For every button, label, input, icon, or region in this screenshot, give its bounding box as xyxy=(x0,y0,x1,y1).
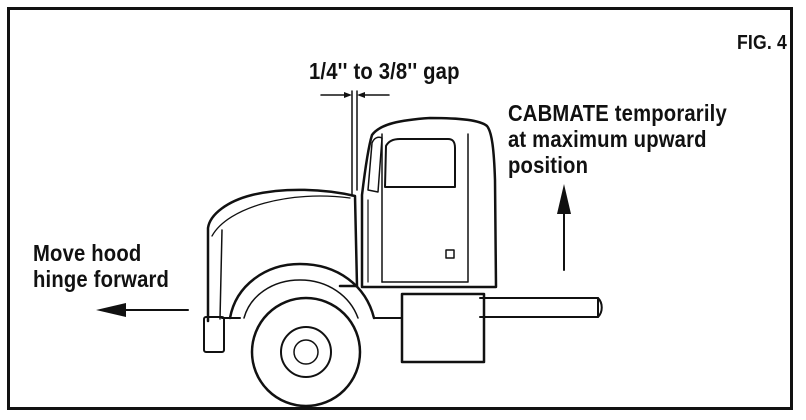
cabmate-label-line-3: position xyxy=(508,151,589,178)
hood-label-line-1: Move hood xyxy=(33,240,142,266)
figure-number: FIG. 4 xyxy=(737,32,787,54)
cab xyxy=(360,116,498,289)
gap-label: 1/4'' to 3/8'' gap xyxy=(309,58,460,84)
cabmate-arrow-head xyxy=(557,184,571,214)
cabmate-label-line-2: at maximum upward xyxy=(508,125,707,152)
front-wheel xyxy=(228,262,376,408)
hood-label-line-2: hinge forward xyxy=(33,265,170,292)
fuel-tank xyxy=(373,292,486,364)
frame-rail xyxy=(221,297,603,319)
figure-border xyxy=(7,7,793,410)
hood-label: Move hood hinge forward xyxy=(33,240,170,293)
gap-arrow-left xyxy=(344,92,352,98)
hood xyxy=(206,188,359,323)
hood-arrow-head xyxy=(96,303,126,317)
cabmate-label: CABMATE temporarily at maximum upward po… xyxy=(508,100,727,178)
cabmate-label-line-1: CABMATE temporarily xyxy=(508,100,727,126)
gap-arrow-right xyxy=(357,92,365,98)
bumper xyxy=(203,316,225,353)
